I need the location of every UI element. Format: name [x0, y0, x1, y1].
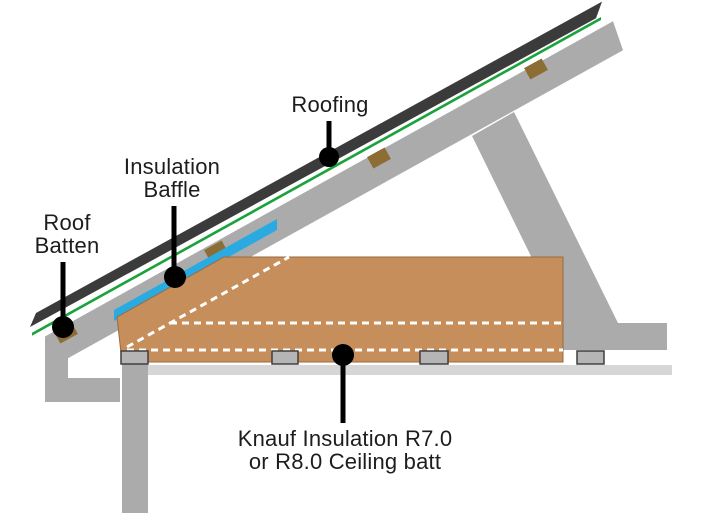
label-knauf-insulation-line2: or R8.0 Ceiling batt [248, 449, 442, 475]
soffit-shape [45, 378, 120, 402]
ceiling-batten-2 [271, 350, 299, 365]
ceiling-batten-4 [576, 350, 605, 365]
truss-strut-shape [472, 112, 618, 348]
label-roof-batten-line1: Roof [43, 210, 91, 235]
label-insulation-baffle-line1: Insulation [123, 154, 221, 179]
wall-shape [122, 363, 148, 513]
callout-dot-roofing [319, 147, 339, 167]
batt-dashed-diagonal [126, 255, 290, 349]
roof-batten-4 [524, 58, 548, 80]
label-insulation-baffle: Insulation Baffle [124, 155, 220, 201]
roof-batten-3 [367, 147, 391, 169]
label-roof-batten: Roof Batten [35, 211, 100, 257]
callout-dot-roof-batten [52, 316, 74, 338]
roof-batten-2 [204, 240, 228, 262]
callout-dot-insulation-baffle [164, 266, 186, 288]
label-insulation-baffle-line2: Baffle [143, 177, 201, 203]
truss-bottom-chord-shape [558, 323, 667, 350]
ceiling-batten-3 [419, 350, 449, 365]
label-roof-batten-line2: Batten [34, 233, 100, 259]
label-roofing: Roofing [291, 93, 368, 116]
label-knauf-insulation: Knauf Insulation R7.0 or R8.0 Ceiling ba… [238, 427, 453, 473]
ceiling-batten-1 [120, 350, 149, 365]
ceiling-board-shape [148, 365, 672, 375]
callout-dot-knauf [332, 344, 354, 366]
label-knauf-insulation-line1: Knauf Insulation R7.0 [237, 426, 453, 451]
label-roofing-text: Roofing [291, 92, 369, 117]
